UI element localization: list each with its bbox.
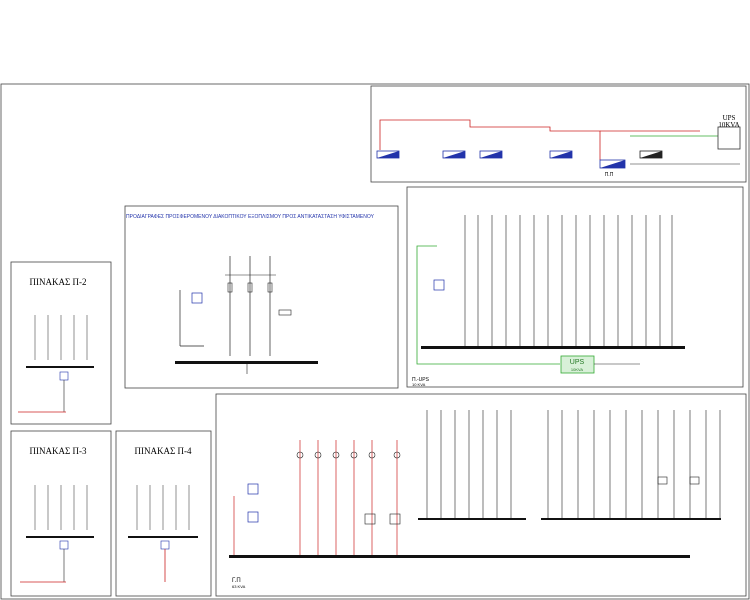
ups-distribution-block — [370, 85, 747, 183]
panel-p3-title: ΠΙΝΑΚΑΣ Π-3 — [30, 446, 87, 456]
ups-block-panel-label: Π.Π — [605, 172, 614, 178]
proposal-panel — [124, 205, 399, 389]
ups-panel-ups-rating: 10KVA — [571, 367, 583, 372]
panel-p2 — [10, 261, 112, 425]
panel-p2-title: ΠΙΝΑΚΑΣ Π-2 — [30, 277, 87, 287]
proposal-panel-title: ΠΡΟΔΙΑΓΡΑΦΕΣ ΠΡΟΣΦΕΡΟΜΕΝΟΥ ΔΙΑΚΟΠΤΙΚΟΥ Ε… — [126, 214, 375, 220]
panel-p3 — [10, 430, 112, 597]
panel-p4-title: ΠΙΝΑΚΑΣ Π-4 — [135, 446, 192, 456]
main-panel-label: Γ.Π — [232, 578, 241, 584]
main-panel — [215, 393, 747, 597]
ups-title-line2: 10KVA — [718, 121, 739, 129]
ups-title-line1: UPS — [723, 114, 736, 122]
main-panel-rating: 63 KVA — [232, 584, 246, 589]
panel-p4 — [115, 430, 212, 597]
ups-panel-label: Π.-UPS — [412, 377, 430, 383]
drawing-frame — [0, 83, 750, 600]
ups-panel — [406, 186, 744, 388]
ups-panel-ups-label: UPS — [570, 359, 585, 366]
ups-panel-rating: 10 KVA — [412, 382, 426, 387]
